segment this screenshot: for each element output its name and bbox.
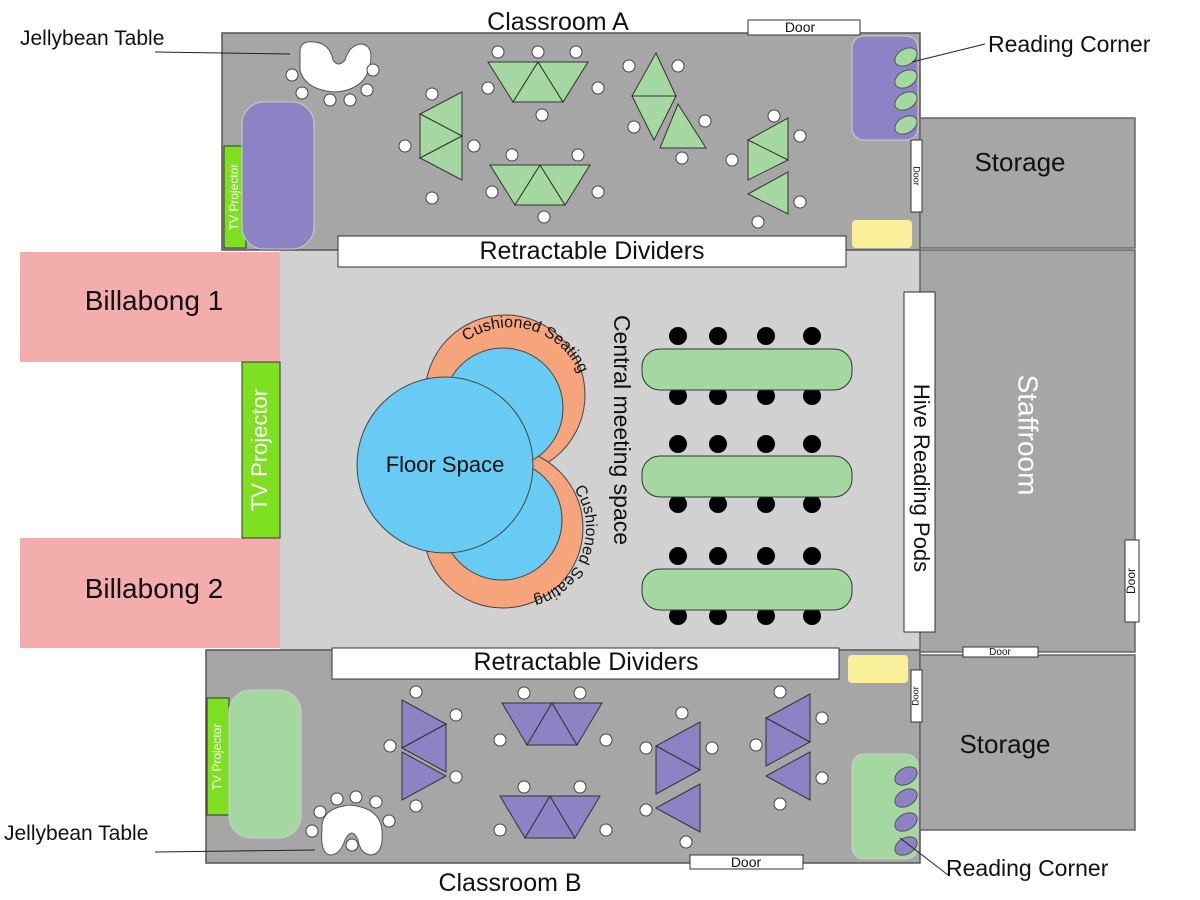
jellybean-seats-b	[305, 790, 396, 852]
chairs-a	[398, 45, 807, 229]
door-staff-bottom-label: Door	[989, 647, 1011, 658]
door-a-side	[910, 139, 923, 213]
mat-b	[228, 689, 302, 839]
door-staff-side-label: Door	[1124, 568, 1138, 594]
dividers-top-label: Retractable Dividers	[479, 237, 704, 265]
storage-top-label: Storage	[974, 147, 1065, 177]
hive-reading-pods	[903, 291, 936, 633]
tv-a-label: TV Projector	[227, 164, 241, 231]
long-tables	[641, 327, 853, 625]
classroom-b-title: Classroom B	[438, 869, 581, 897]
table-group-a5	[746, 117, 790, 215]
long-table-row-1	[641, 327, 853, 405]
table-group-b4	[654, 721, 702, 833]
table-group-b1	[400, 699, 448, 801]
yellow-box-b	[848, 655, 908, 683]
table-group-a1	[487, 61, 589, 103]
jellybean-a-label: Jellybean Table	[20, 27, 164, 50]
table-group-b2	[501, 702, 603, 746]
door-staff-side	[1124, 539, 1140, 623]
billabong-2-room	[20, 538, 280, 648]
leader-lines	[154, 43, 986, 876]
table-group-b5	[764, 693, 812, 801]
hive-pods-label: Hive Reading Pods	[909, 384, 934, 572]
floor-space-label: Floor Space	[386, 452, 505, 477]
door-a-top-label: Door	[785, 19, 816, 35]
table-group-a3	[489, 164, 591, 206]
long-table-row-3	[641, 547, 853, 625]
jellybean-table-a	[299, 41, 372, 93]
jellybean-seats-a	[285, 63, 380, 107]
table-group-a2	[418, 91, 464, 181]
dividers-top	[337, 235, 847, 268]
chairs-b	[383, 685, 829, 849]
reading-corner-a-cushions	[894, 47, 918, 135]
door-a-top	[747, 19, 861, 36]
classroom-a-title: Classroom A	[487, 8, 629, 36]
tv-main-label: TV Projector	[247, 389, 272, 511]
reading-corner-a-label: Reading Corner	[988, 31, 1151, 57]
billabong-1-label: Billabong 1	[85, 285, 224, 316]
table-group-b3	[499, 795, 601, 839]
staffroom-room	[919, 249, 1136, 653]
long-table-row-2	[641, 435, 853, 513]
jellybean-table-b	[321, 804, 383, 856]
door-b-bottom-label: Door	[731, 854, 762, 870]
jellybean-b-label: Jellybean Table	[4, 822, 148, 845]
dividers-bottom-label: Retractable Dividers	[473, 648, 698, 676]
billabong-2-label: Billabong 2	[85, 573, 224, 604]
door-b-side-label: Door	[910, 686, 920, 706]
table-group-a4	[631, 51, 707, 149]
mat-a	[241, 101, 315, 250]
storage-bottom-room	[919, 654, 1136, 831]
tv-projector-main	[241, 361, 281, 539]
reading-corner-b-label: Reading Corner	[946, 855, 1109, 881]
billabong-1-room	[20, 252, 280, 362]
door-staff-bottom	[962, 646, 1039, 658]
staffroom-label: Staffroom	[1013, 375, 1044, 496]
storage-bottom-label: Storage	[959, 729, 1050, 759]
door-b-bottom	[689, 854, 804, 870]
yellow-box-a	[852, 220, 912, 248]
central-space-label: Central meeting space	[609, 315, 635, 545]
floor-space-circle	[356, 376, 534, 554]
door-b-side	[910, 669, 923, 723]
dividers-bottom	[331, 647, 840, 680]
door-a-side-label: Door	[912, 166, 922, 186]
doors	[689, 19, 1140, 870]
storage-top-room	[919, 117, 1136, 249]
tv-b-label: TV Projector	[210, 724, 224, 791]
